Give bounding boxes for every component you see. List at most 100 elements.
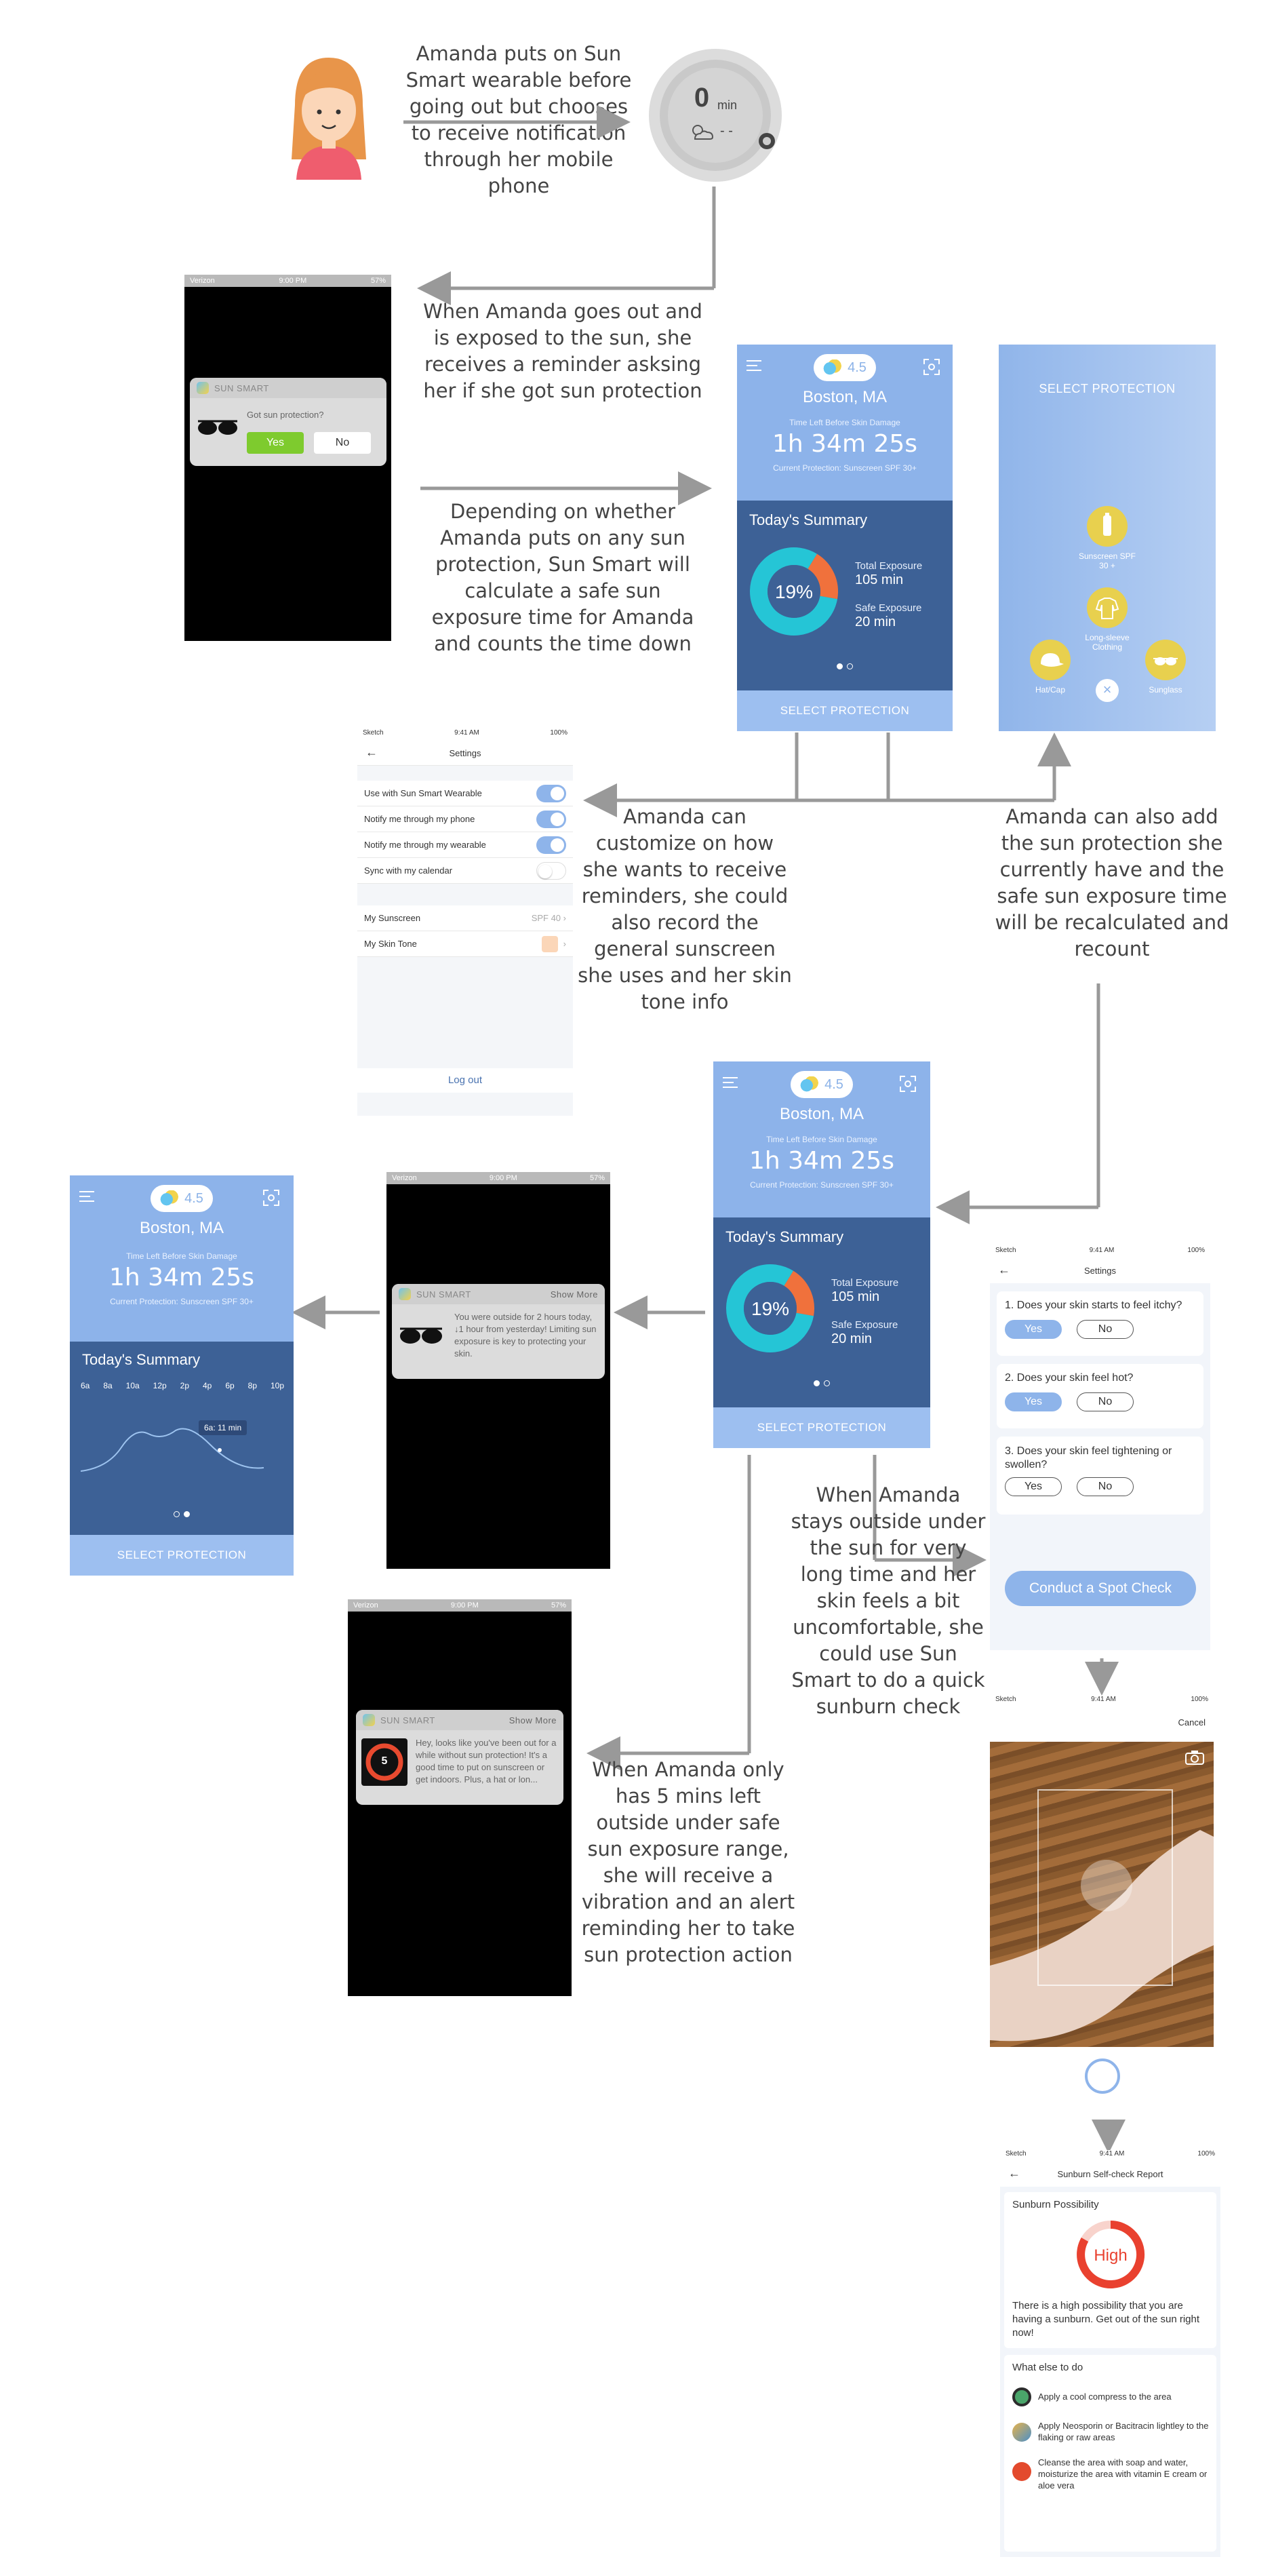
ointment-icon xyxy=(1012,2423,1031,2442)
possibility-label: Sunburn Possibility xyxy=(1012,2199,1099,2210)
cancel-button[interactable]: Cancel xyxy=(1178,1717,1206,1728)
question-itchy: 1. Does your skin starts to feel itchy? … xyxy=(997,1291,1203,1356)
menu-icon[interactable] xyxy=(723,1076,738,1092)
todo-item: Cleanse the area with soap and water, mo… xyxy=(1038,2457,1208,2491)
sunscreen-label: Sunscreen SPF 30 + xyxy=(1078,551,1136,570)
hat-option[interactable] xyxy=(1030,640,1071,680)
conduct-spot-check-button[interactable]: Conduct a Spot Check xyxy=(1005,1571,1196,1606)
uv-rating-badge[interactable]: 4.5 xyxy=(814,354,876,381)
safe-exposure-label: Safe Exposure xyxy=(831,1319,898,1331)
time-left-label: Time Left Before Skin Damage xyxy=(789,418,900,427)
uv-rating-badge[interactable]: 4.5 xyxy=(791,1071,853,1098)
close-icon[interactable]: × xyxy=(1096,679,1119,702)
phone-toggle[interactable] xyxy=(536,810,566,828)
yes-option[interactable]: Yes xyxy=(1005,1477,1062,1496)
setting-label: Notify me through my phone xyxy=(364,814,475,824)
no-option[interactable]: No xyxy=(1077,1392,1134,1411)
wearable-sub: - - xyxy=(720,123,733,138)
protection-selector-screen: SELECT PROTECTION Sunscreen SPF 30 + Lon… xyxy=(999,345,1216,731)
my-skin-tone-row[interactable]: My Skin Tone› xyxy=(357,931,573,957)
risk-message: There is a high possibility that you are… xyxy=(1012,2300,1200,2339)
hour-tick: 6a xyxy=(81,1381,90,1390)
scan-icon[interactable] xyxy=(923,358,940,379)
sunglass-option[interactable] xyxy=(1145,640,1186,680)
donut-center xyxy=(768,565,820,618)
notification-card[interactable]: SUN SMART Got sun protection? Yes No xyxy=(190,378,386,466)
page-indicator[interactable] xyxy=(737,663,953,669)
city-label: Boston, MA xyxy=(802,388,888,406)
todo-card: What else to do Apply a cool compress to… xyxy=(1004,2355,1216,2552)
page-indicator[interactable] xyxy=(713,1380,930,1386)
calendar-toggle[interactable] xyxy=(536,861,566,880)
select-protection-button[interactable]: SELECT PROTECTION xyxy=(713,1407,930,1448)
back-arrow-icon[interactable]: ← xyxy=(1008,2166,1020,2180)
countdown-badge: 5 xyxy=(381,1755,388,1767)
menu-icon[interactable] xyxy=(79,1190,94,1206)
rating-value: 4.5 xyxy=(848,359,867,375)
spot-title: Settings xyxy=(1084,1266,1116,1276)
no-option[interactable]: No xyxy=(1077,1320,1134,1339)
app-icon xyxy=(197,382,209,394)
show-more-link[interactable]: Show More xyxy=(550,1289,598,1300)
uv-rating-badge[interactable]: 4.5 xyxy=(151,1185,213,1212)
battery: 100% xyxy=(1197,2150,1215,2158)
skin-tone-swatch xyxy=(541,935,558,952)
page-indicator[interactable] xyxy=(70,1511,294,1517)
scan-icon[interactable] xyxy=(899,1075,917,1096)
hour-tick: 10a xyxy=(125,1381,140,1390)
time-left-label: Time Left Before Skin Damage xyxy=(766,1135,877,1144)
sunscreen-label: My Sunscreen xyxy=(364,913,421,923)
back-arrow-icon[interactable]: ← xyxy=(998,1263,1010,1276)
app-icon xyxy=(363,1714,375,1726)
hour-tick: 8p xyxy=(247,1381,257,1390)
scan-icon[interactable] xyxy=(262,1189,280,1210)
risk-level: High xyxy=(1094,2246,1128,2265)
skin-tone-label: My Skin Tone xyxy=(364,939,417,949)
hour-tick: 4p xyxy=(202,1381,212,1390)
countdown-watch-icon: 5 xyxy=(361,1738,407,1786)
donut-slice-unsafe xyxy=(726,1264,814,1352)
hour-tick: 6p xyxy=(225,1381,235,1390)
total-exposure-value: 105 min xyxy=(831,1289,880,1304)
clothing-option[interactable] xyxy=(1087,587,1128,628)
donut-slice-unsafe xyxy=(750,547,838,636)
safe-exposure-value: 20 min xyxy=(831,1331,873,1346)
setting-label: Use with Sun Smart Wearable xyxy=(364,788,482,798)
countdown-timer: 1h 34m 25s xyxy=(772,430,918,458)
logout-link[interactable]: Log out xyxy=(357,1068,573,1093)
yes-option[interactable]: Yes xyxy=(1005,1320,1062,1339)
wearable-toggle[interactable] xyxy=(536,784,566,802)
question-text: 3. Does your skin feel tightening or swo… xyxy=(1005,1445,1172,1470)
shutter-button[interactable] xyxy=(1085,2058,1120,2094)
possibility-card: Sunburn Possibility High There is a high… xyxy=(1004,2192,1216,2348)
show-more-link[interactable]: Show More xyxy=(509,1715,557,1725)
select-protection-button[interactable]: SELECT PROTECTION xyxy=(737,690,953,731)
yes-option[interactable]: Yes xyxy=(1005,1392,1062,1411)
carrier: Sketch xyxy=(995,1696,1016,1703)
menu-icon[interactable] xyxy=(747,359,761,375)
wearable-notify-toggle[interactable] xyxy=(536,836,566,854)
setting-label: Sync with my calendar xyxy=(364,865,453,876)
yes-button[interactable]: Yes xyxy=(247,432,304,454)
camera-viewfinder xyxy=(990,1742,1214,2047)
notification-app-name: SUN SMART xyxy=(214,383,269,393)
sunscreen-option[interactable] xyxy=(1087,506,1128,547)
no-option[interactable]: No xyxy=(1077,1477,1134,1496)
summary-title: Today's Summary xyxy=(82,1351,201,1368)
select-protection-button[interactable]: SELECT PROTECTION xyxy=(70,1535,294,1576)
no-button[interactable]: No xyxy=(314,432,371,454)
setting-calendar: Sync with my calendar xyxy=(357,858,573,884)
sunglasses-icon xyxy=(197,418,239,440)
camera-icon[interactable] xyxy=(1185,1750,1204,1768)
wearable-device xyxy=(648,47,783,183)
compress-icon xyxy=(1012,2387,1031,2406)
back-arrow-icon[interactable]: ← xyxy=(365,745,378,759)
